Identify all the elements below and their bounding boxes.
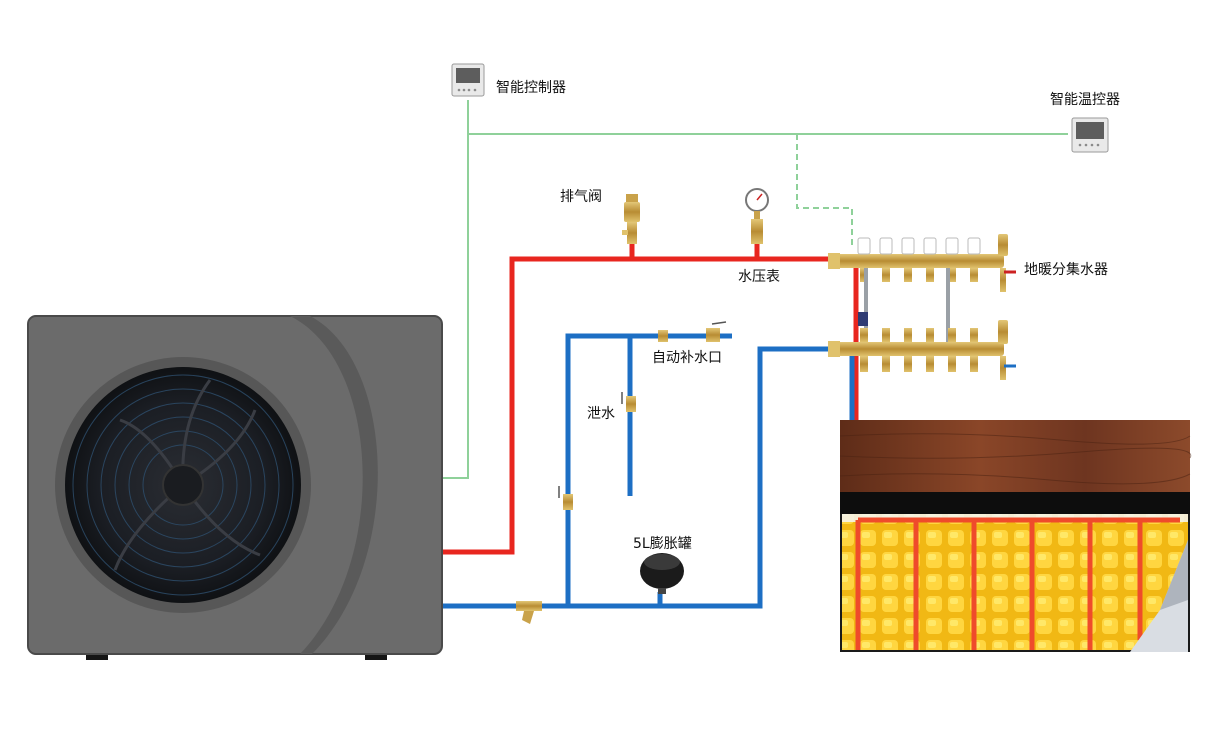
- expansion-tank-icon: [640, 553, 684, 594]
- pressure-gauge-label: 水压表: [738, 269, 780, 285]
- air-vent-valve-label: 排气阀: [560, 189, 602, 205]
- pressure-gauge-icon: [745, 188, 769, 244]
- supply-pipe: [440, 244, 859, 555]
- drain-valve-icon: [621, 392, 636, 412]
- auto-fill-valve-icon: [658, 321, 727, 342]
- smart-thermostat-label: 智能温控器: [1050, 92, 1120, 108]
- heat-pump-unit: [27, 315, 443, 660]
- drain-label: 泄水: [587, 406, 615, 422]
- auto-fill-label: 自动补水口: [652, 350, 722, 366]
- manifold-label: 地暖分集水器: [1024, 262, 1108, 278]
- floor-heating-manifold: [828, 234, 1016, 380]
- y-strainer-icon: [516, 601, 542, 624]
- floor-heating-section: [839, 420, 1192, 652]
- expansion-tank-label: 5L膨胀罐: [633, 536, 692, 552]
- smart-controller-icon: [451, 63, 485, 97]
- air-vent-valve-icon: [622, 194, 640, 244]
- return-valve-icon: [558, 486, 573, 510]
- smart-thermostat-icon: [1071, 117, 1109, 153]
- smart-controller-label: 智能控制器: [496, 80, 566, 96]
- return-pipe: [440, 333, 855, 609]
- signal-wires: [440, 100, 1068, 479]
